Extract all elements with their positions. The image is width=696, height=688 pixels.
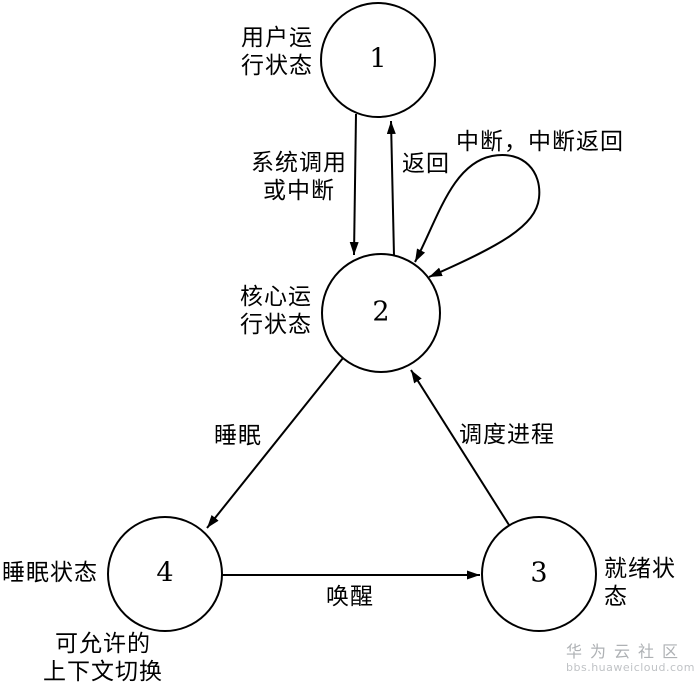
state-node-1-circle xyxy=(320,2,436,118)
transition-return-label: 返回 xyxy=(402,151,450,177)
transition-schedule-label: 调度进程 xyxy=(459,422,555,448)
arrow-sleep-2-to-4 xyxy=(206,357,344,529)
state-1-label: 用户运 行状态 xyxy=(241,25,313,79)
arrow-return-2-to-1 xyxy=(386,120,396,257)
transition-sleep-label: 睡眠 xyxy=(214,423,262,449)
transition-interrupt-loop-label: 中断，中断返回 xyxy=(456,129,624,155)
transition-wakeup-label: 唤醒 xyxy=(326,584,374,610)
state-2-number: 2 xyxy=(372,296,390,328)
state-node-3-circle xyxy=(481,516,597,632)
state-3-label: 就绪状态 xyxy=(604,556,676,610)
watermark: 华为云社区 bbs.huaweicloud.com xyxy=(566,642,695,674)
state-3-number: 3 xyxy=(530,557,548,589)
arrow-syscall-1-to-2 xyxy=(349,113,359,256)
watermark-url: bbs.huaweicloud.com xyxy=(566,661,695,675)
watermark-title: 华为云社区 xyxy=(566,642,687,661)
state-4-number: 4 xyxy=(156,557,174,589)
arrow-schedule-3-to-2 xyxy=(410,369,510,526)
arrow-interrupt-self-loop xyxy=(414,154,541,278)
state-node-2-circle xyxy=(321,253,441,373)
state-4-note: 可允许的 上下文切换 xyxy=(43,631,163,685)
transition-syscall-label: 系统调用 或中断 xyxy=(251,150,347,204)
state-4-label: 睡眠状态 xyxy=(2,560,98,586)
state-1-number: 1 xyxy=(369,43,387,75)
state-2-label: 核心运 行状态 xyxy=(240,284,312,338)
